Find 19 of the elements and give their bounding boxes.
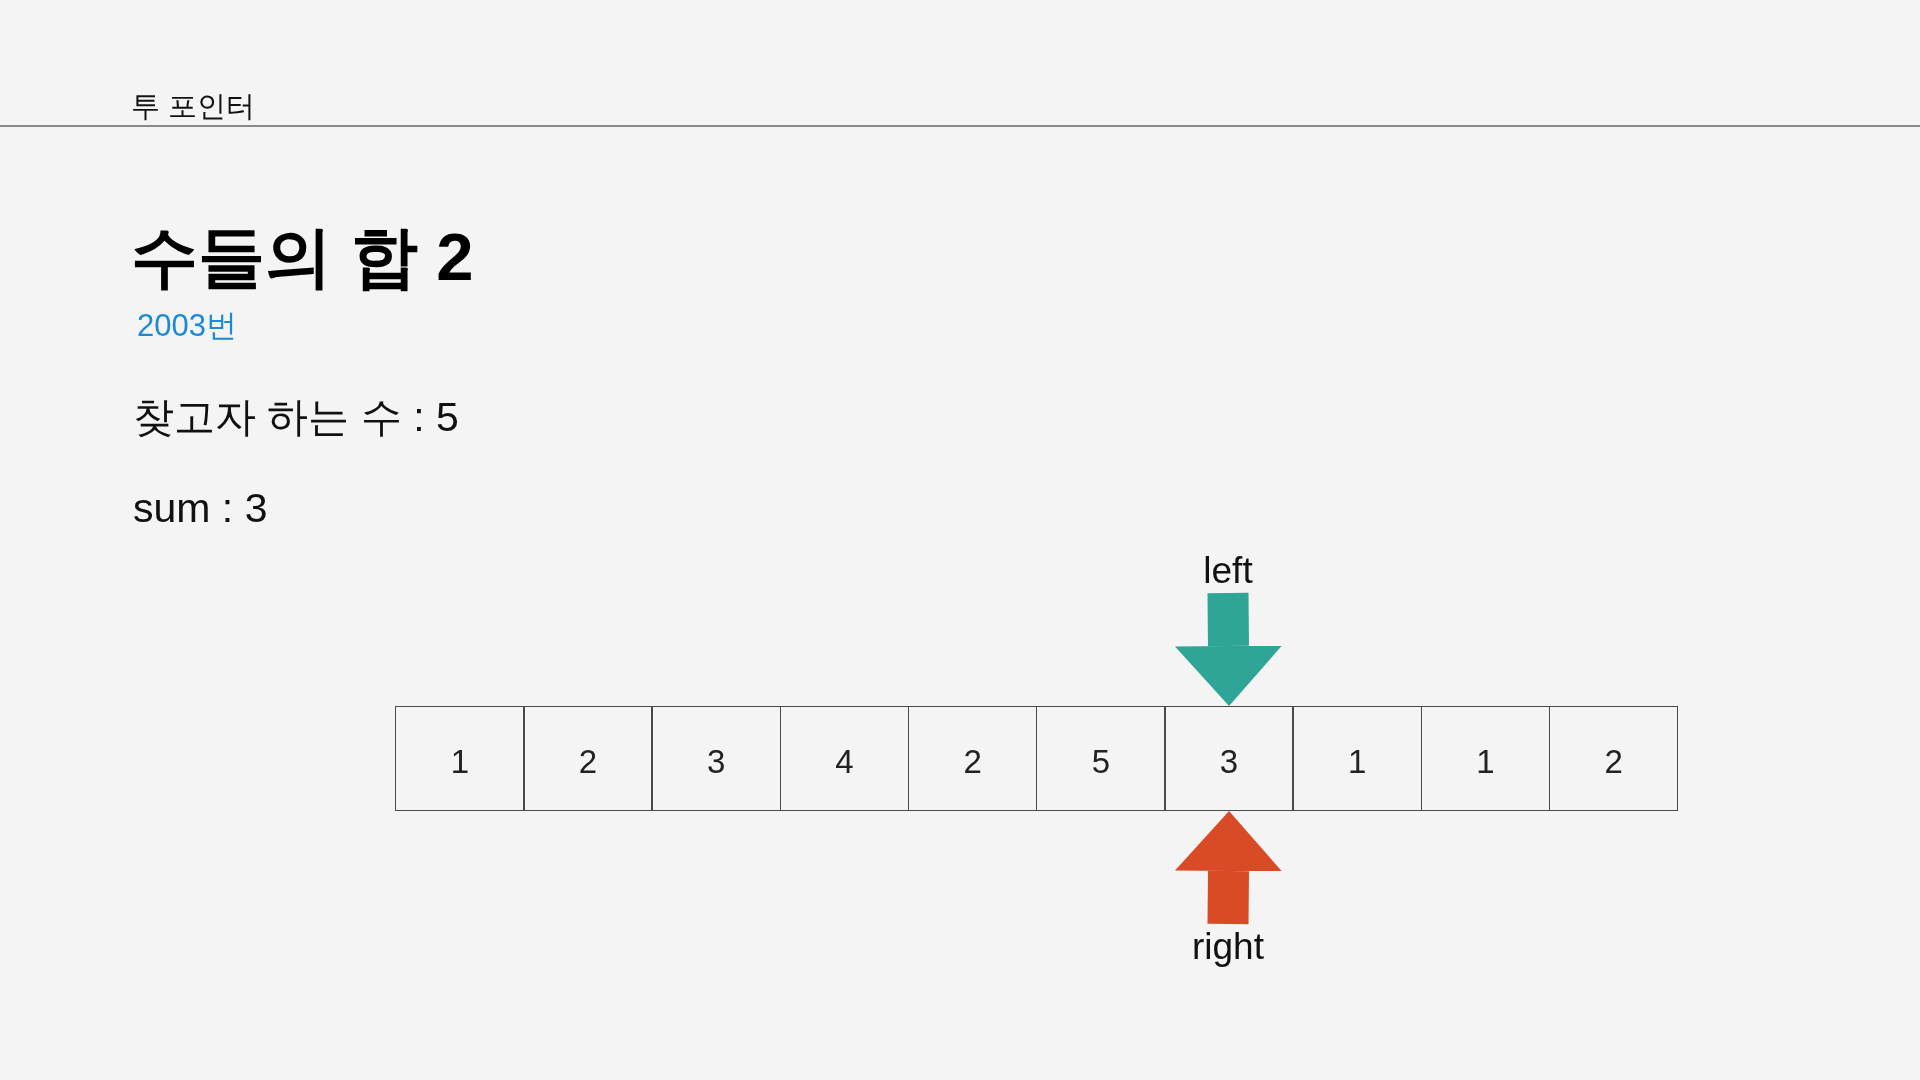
pointer-label: right [1168,924,1288,969]
array-cell: 3 [651,706,782,811]
array-cell: 2 [523,706,653,811]
section-header: 투 포인터 [131,90,256,124]
array-cell: 4 [779,706,910,811]
array-cell: 5 [1036,706,1166,811]
block-arrow [1175,811,1282,925]
target-text: 찾고자 하는 수 : 5 [133,394,459,442]
array-cell: 1 [395,706,525,811]
sum-text: sum : 3 [133,485,268,533]
block-arrow [1175,592,1282,706]
pointer-label: left [1168,548,1288,593]
array-cell: 1 [1420,706,1551,811]
array-cell: 1 [1292,706,1423,811]
slide-title: 수들의 합 2 [131,218,474,296]
array-cell: 2 [1548,706,1679,811]
array-cell: 2 [907,706,1038,811]
problem-number: 2003번 [137,308,237,344]
array-cell: 3 [1164,706,1294,811]
